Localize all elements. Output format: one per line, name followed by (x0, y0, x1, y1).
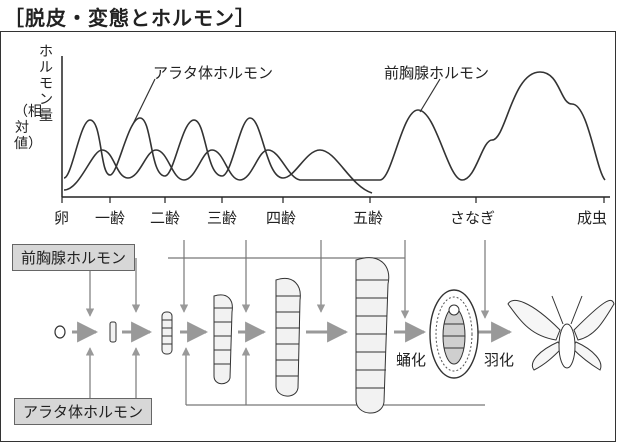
ecdysone-curve (63, 71, 606, 191)
moth-icon (507, 295, 615, 371)
juvenile-source-box: アラタ体ホルモン (14, 398, 153, 425)
stage-label-instar-4: 四齢 (266, 209, 297, 227)
figure-frame (0, 31, 616, 442)
y-axis-label: ホルモン量 (39, 44, 53, 124)
cocoon-icon (429, 289, 479, 379)
juvenile-arrows (85, 347, 251, 405)
larva-1-icon (109, 321, 117, 343)
stage-label-instar-3: 三齢 (207, 209, 238, 227)
stage-label-egg: 卵 (54, 209, 70, 227)
larva-3-icon (213, 294, 233, 385)
larva-4-icon (275, 278, 301, 397)
ecdysone-arrows (85, 240, 490, 319)
juvenile-curve-label: アラタ体ホルモン (153, 64, 274, 82)
stage-label-adult: 成虫 (577, 209, 608, 227)
stage-label-pupa: さなぎ (450, 209, 496, 227)
pupation-label: 蛹化 (396, 351, 427, 369)
ecdysone-source-box: 前胸腺ホルモン (12, 244, 136, 271)
juvenile-callout (131, 78, 156, 127)
ecdysone-curve-label: 前胸腺ホルモン (384, 64, 490, 82)
y-axis-unit: （相対値） (14, 104, 42, 152)
eclosion-label: 羽化 (484, 351, 515, 369)
figure-title: ［脱皮・変態とホルモン］ (4, 6, 256, 30)
egg-icon (54, 325, 66, 339)
juvenile-hormone-curve (63, 117, 373, 194)
stage-label-instar-5: 五齢 (353, 209, 384, 227)
stage-label-instar-1: 一齢 (95, 209, 126, 227)
stage-label-instar-2: 二齢 (150, 209, 181, 227)
ecdysone-callout (419, 78, 441, 113)
larva-2-icon (161, 311, 173, 355)
larva-5-icon (355, 257, 390, 414)
stage-ticks (61, 197, 605, 203)
